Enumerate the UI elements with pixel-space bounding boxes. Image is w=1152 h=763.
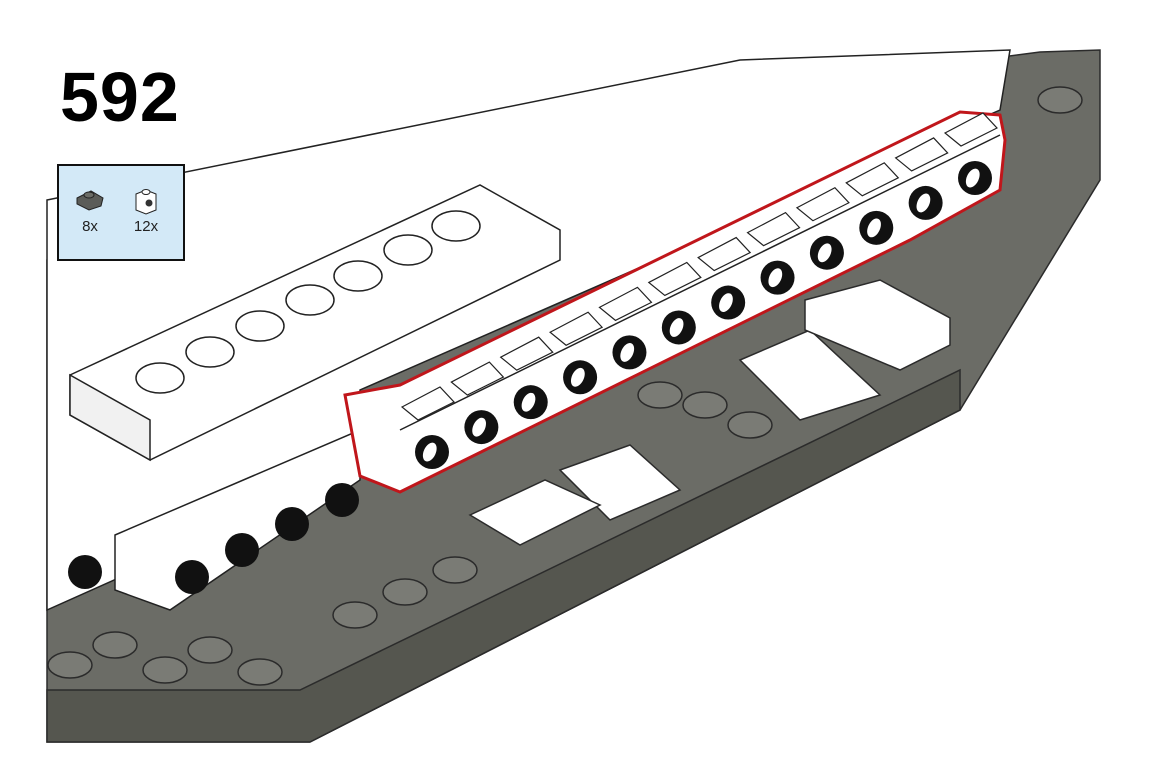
side-stud-highlight	[965, 168, 980, 188]
new-parts-highlight	[343, 110, 1007, 494]
brick-top	[943, 112, 998, 147]
side-stud-highlight	[669, 318, 684, 337]
brick-top	[400, 386, 455, 421]
side-stud-highlight	[472, 417, 487, 437]
brick-top	[549, 311, 604, 346]
brick-top	[697, 236, 752, 272]
base-studs	[47, 86, 1083, 686]
white-upper-structure	[46, 49, 1011, 612]
part-item: 12x	[121, 186, 171, 235]
brick-top	[499, 336, 554, 371]
brick-top	[746, 211, 801, 247]
side-stud-highlight	[867, 218, 881, 238]
side-stud-highlight	[521, 392, 536, 412]
brick-top	[598, 286, 653, 322]
parts-callout: 8x 12x	[57, 164, 185, 261]
side-stud-highlight	[570, 367, 585, 387]
brick-top	[647, 261, 702, 297]
step-number: 592	[60, 58, 180, 136]
brick-top	[450, 361, 505, 396]
side-stud-highlight	[817, 243, 832, 263]
side-stud-highlight	[719, 293, 733, 313]
side-stud-highlight	[768, 268, 783, 288]
part-quantity: 8x	[82, 218, 98, 235]
brick-top	[894, 137, 949, 172]
lower-brick-holes	[68, 483, 359, 594]
brick-top	[845, 162, 900, 197]
brick-top	[795, 186, 850, 222]
plate-studs	[135, 210, 481, 394]
part-quantity: 12x	[133, 218, 159, 235]
side-stud-highlight	[916, 193, 931, 213]
part-item: 8x	[65, 186, 115, 235]
side-stud-highlight	[620, 343, 635, 362]
dark-gray-plate-with-clip-icon	[76, 190, 104, 211]
white-brick-with-side-stud-icon	[135, 189, 157, 215]
side-stud-highlight	[422, 442, 437, 462]
